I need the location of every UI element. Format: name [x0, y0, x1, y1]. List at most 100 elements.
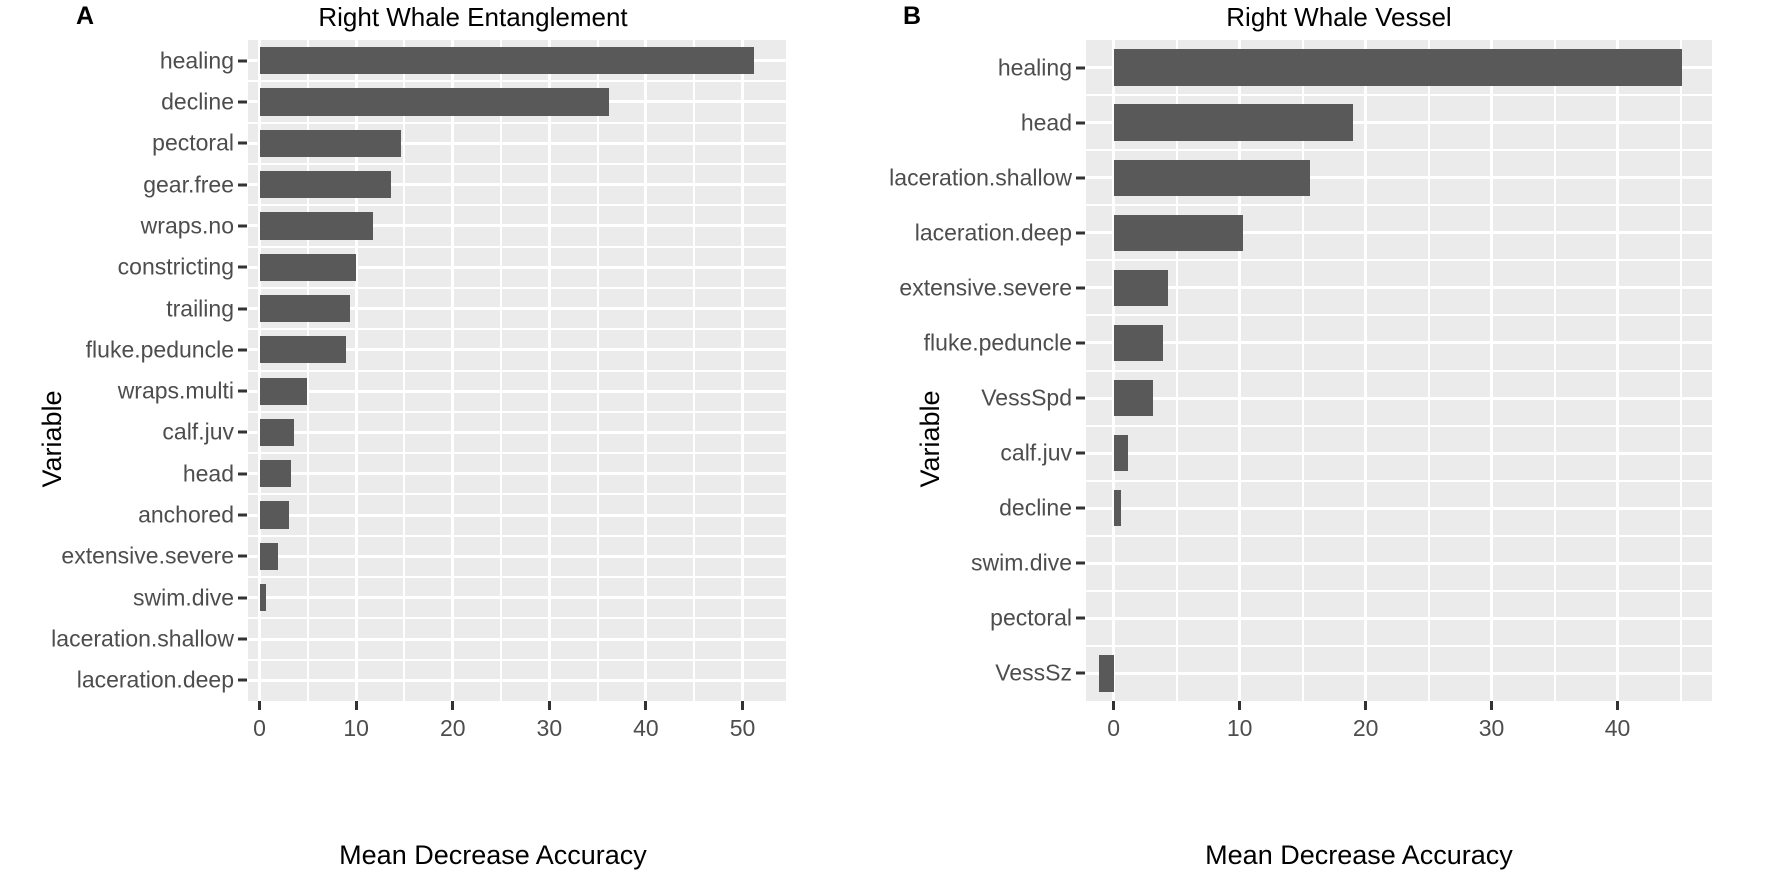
- h-gridline-major: [248, 141, 786, 145]
- bar: [259, 336, 346, 364]
- h-gridline-major: [1086, 561, 1712, 565]
- h-gridline-minor: [1086, 259, 1712, 262]
- y-tick-label: wraps.multi: [117, 377, 234, 404]
- panel-a-title: Right Whale Entanglement: [318, 2, 628, 32]
- y-tick-label: healing: [997, 54, 1072, 81]
- x-tick-mark: [258, 701, 262, 710]
- x-tick-label: 10: [343, 715, 369, 741]
- v-gridline-minor: [1175, 40, 1178, 701]
- x-tick-label: 10: [1226, 715, 1253, 741]
- x-tick-label: 0: [1107, 715, 1121, 741]
- h-gridline-minor: [1086, 204, 1712, 207]
- bar: [259, 88, 610, 116]
- y-tick-mark: [1076, 616, 1085, 620]
- panel-a-tag: A: [76, 2, 95, 30]
- h-gridline-major: [1086, 671, 1712, 675]
- y-tick-label: decline: [161, 88, 234, 115]
- v-gridline-minor: [1427, 40, 1430, 701]
- h-gridline-major: [248, 389, 786, 393]
- bar: [1113, 269, 1168, 307]
- y-tick-mark: [238, 224, 247, 228]
- h-gridline-minor: [248, 534, 786, 537]
- h-gridline-major: [248, 348, 786, 352]
- y-tick-mark: [238, 554, 247, 558]
- x-tick-mark: [547, 701, 551, 710]
- h-gridline-minor: [248, 576, 786, 579]
- x-tick-mark: [354, 701, 358, 710]
- bar: [259, 253, 357, 281]
- y-tick-mark: [238, 59, 247, 63]
- x-tick-mark: [1364, 701, 1368, 710]
- y-tick-label: extensive.severe: [899, 274, 1072, 301]
- y-tick-label: pectoral: [990, 604, 1072, 631]
- y-tick-mark: [238, 389, 247, 393]
- h-gridline-major: [248, 596, 786, 600]
- v-gridline-major: [547, 40, 551, 701]
- y-tick-mark: [238, 307, 247, 311]
- v-gridline-major: [1616, 40, 1620, 701]
- h-gridline-minor: [248, 204, 786, 207]
- y-tick-label: laceration.deep: [914, 219, 1072, 246]
- bar: [259, 212, 373, 240]
- panel-a-plot-area: [248, 40, 786, 701]
- panel-b-x-axis-title: Mean Decrease Accuracy: [1205, 840, 1513, 870]
- x-tick-label: 50: [729, 715, 756, 741]
- h-gridline-minor: [1086, 424, 1712, 427]
- bar: [259, 501, 289, 529]
- x-tick-mark: [451, 701, 455, 710]
- bar: [259, 542, 278, 571]
- h-gridline-major: [1086, 121, 1712, 125]
- v-gridline-major: [451, 40, 455, 701]
- x-tick-label: 30: [1478, 715, 1505, 741]
- x-tick-mark: [644, 701, 648, 710]
- y-tick-mark: [1076, 176, 1085, 180]
- y-tick-label: pectoral: [152, 129, 234, 156]
- bar: [1113, 490, 1122, 527]
- h-gridline-major: [248, 265, 786, 269]
- v-gridline-major: [258, 40, 262, 701]
- bar: [259, 47, 755, 75]
- h-gridline-minor: [1086, 534, 1712, 537]
- y-tick-mark: [1076, 286, 1085, 290]
- y-tick-label: fluke.peduncle: [923, 329, 1072, 356]
- h-gridline-minor: [248, 617, 786, 620]
- y-tick-label: anchored: [138, 501, 234, 528]
- v-gridline-minor: [693, 40, 696, 701]
- h-gridline-minor: [1086, 479, 1712, 482]
- bar: [259, 460, 292, 488]
- h-gridline-major: [248, 472, 786, 476]
- v-gridline-major: [1238, 40, 1242, 701]
- v-gridline-major: [354, 40, 358, 701]
- v-gridline-minor: [1553, 40, 1556, 701]
- y-tick-label: laceration.deep: [76, 666, 234, 693]
- y-tick-label: constricting: [117, 253, 234, 280]
- h-gridline-minor: [248, 658, 786, 661]
- bar: [259, 294, 351, 323]
- v-gridline-major: [741, 40, 745, 701]
- bar: [259, 584, 267, 612]
- h-gridline-minor: [248, 369, 786, 372]
- y-tick-label: calf.juv: [1000, 439, 1072, 466]
- x-tick-mark: [1112, 701, 1116, 710]
- h-gridline-minor: [1086, 94, 1712, 97]
- v-gridline-major: [1490, 40, 1494, 701]
- y-tick-label: VessSz: [995, 659, 1072, 686]
- h-gridline-major: [248, 678, 786, 682]
- h-gridline-major: [1086, 396, 1712, 400]
- y-tick-mark: [1076, 506, 1085, 510]
- v-gridline-major: [1112, 40, 1116, 701]
- h-gridline-minor: [248, 410, 786, 413]
- y-tick-label: gear.free: [143, 171, 234, 198]
- h-gridline-minor: [248, 121, 786, 124]
- y-tick-mark: [1076, 341, 1085, 345]
- h-gridline-minor: [1086, 369, 1712, 372]
- h-gridline-major: [1086, 286, 1712, 290]
- bar: [259, 418, 295, 447]
- y-tick-mark: [1076, 561, 1085, 565]
- x-tick-label: 40: [633, 715, 659, 741]
- y-tick-label: extensive.severe: [61, 542, 234, 569]
- bar: [1113, 104, 1354, 141]
- y-tick-mark: [1076, 451, 1085, 455]
- y-tick-label: healing: [159, 47, 234, 74]
